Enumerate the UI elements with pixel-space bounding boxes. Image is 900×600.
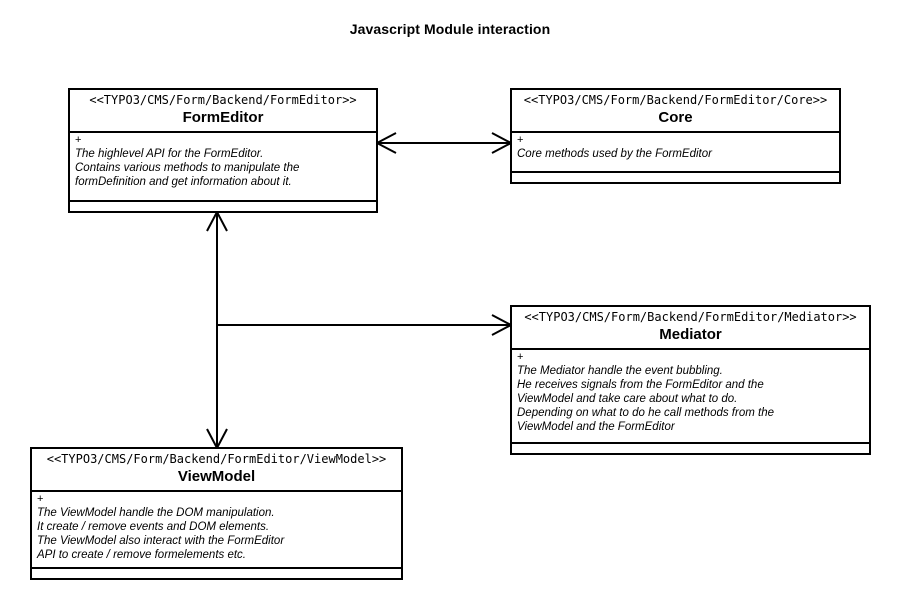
connector-formeditor-core <box>374 132 514 154</box>
class-footer-formeditor <box>70 202 376 211</box>
class-description-line: The ViewModel handle the DOM manipulatio… <box>37 507 275 519</box>
class-name: FormEditor <box>182 109 264 126</box>
class-stereotype: <<TYPO3/CMS/Form/Backend/FormEditor/Medi… <box>524 310 857 324</box>
uml-class-formeditor[interactable]: <<TYPO3/CMS/Form/Backend/FormEditor>> Fo… <box>68 88 378 213</box>
class-name: Mediator <box>659 326 722 343</box>
class-description-line: Depending on what to do he call methods … <box>517 407 774 419</box>
uml-class-mediator[interactable]: <<TYPO3/CMS/Form/Backend/FormEditor/Medi… <box>510 305 871 455</box>
class-description-line: Contains various methods to manipulate t… <box>75 162 300 174</box>
class-header-core: <<TYPO3/CMS/Form/Backend/FormEditor/Core… <box>512 90 839 133</box>
class-description-line: It create / remove events and DOM elemen… <box>37 521 270 533</box>
class-name: ViewModel <box>177 468 256 485</box>
class-description-line: API to create / remove formelements etc. <box>37 549 246 561</box>
class-description-line: ViewModel and the FormEditor <box>517 421 675 433</box>
class-name: Core <box>658 109 693 126</box>
class-footer-viewmodel <box>32 569 401 578</box>
class-visibility: + <box>37 493 44 505</box>
uml-class-core[interactable]: <<TYPO3/CMS/Form/Backend/FormEditor/Core… <box>510 88 841 184</box>
class-stereotype: <<TYPO3/CMS/Form/Backend/FormEditor>> <box>89 93 357 107</box>
class-header-mediator: <<TYPO3/CMS/Form/Backend/FormEditor/Medi… <box>512 307 869 350</box>
class-header-viewmodel: <<TYPO3/CMS/Form/Backend/FormEditor/View… <box>32 449 401 492</box>
class-body-formeditor: + The highlevel API for the FormEditor. … <box>70 133 376 202</box>
class-footer-mediator <box>512 444 869 453</box>
class-description-line: The Mediator handle the event bubbling. <box>517 365 723 377</box>
class-body-viewmodel: + The ViewModel handle the DOM manipulat… <box>32 492 401 569</box>
class-footer-core <box>512 173 839 182</box>
class-visibility: + <box>517 134 524 146</box>
class-visibility: + <box>75 134 82 146</box>
class-body-core: + Core methods used by the FormEditor <box>512 133 839 173</box>
connector-formeditor-viewmodel <box>206 209 228 451</box>
connector-viewmodel-mediator <box>217 314 514 336</box>
class-description-line: ViewModel and take care about what to do… <box>517 393 738 405</box>
class-stereotype: <<TYPO3/CMS/Form/Backend/FormEditor/View… <box>46 452 387 466</box>
class-description-line: He receives signals from the FormEditor … <box>517 379 764 391</box>
class-header-formeditor: <<TYPO3/CMS/Form/Backend/FormEditor>> Fo… <box>70 90 376 133</box>
class-description-line: The highlevel API for the FormEditor. <box>75 148 264 160</box>
diagram-title: Javascript Module interaction <box>349 21 551 37</box>
class-stereotype: <<TYPO3/CMS/Form/Backend/FormEditor/Core… <box>523 93 828 107</box>
class-visibility: + <box>517 351 524 363</box>
class-description-line: formDefinition and get information about… <box>75 176 292 188</box>
uml-class-viewmodel[interactable]: <<TYPO3/CMS/Form/Backend/FormEditor/View… <box>30 447 403 580</box>
class-description-line: The ViewModel also interact with the For… <box>37 535 285 547</box>
class-body-mediator: + The Mediator handle the event bubbling… <box>512 350 869 444</box>
class-description-line: Core methods used by the FormEditor <box>517 148 712 160</box>
